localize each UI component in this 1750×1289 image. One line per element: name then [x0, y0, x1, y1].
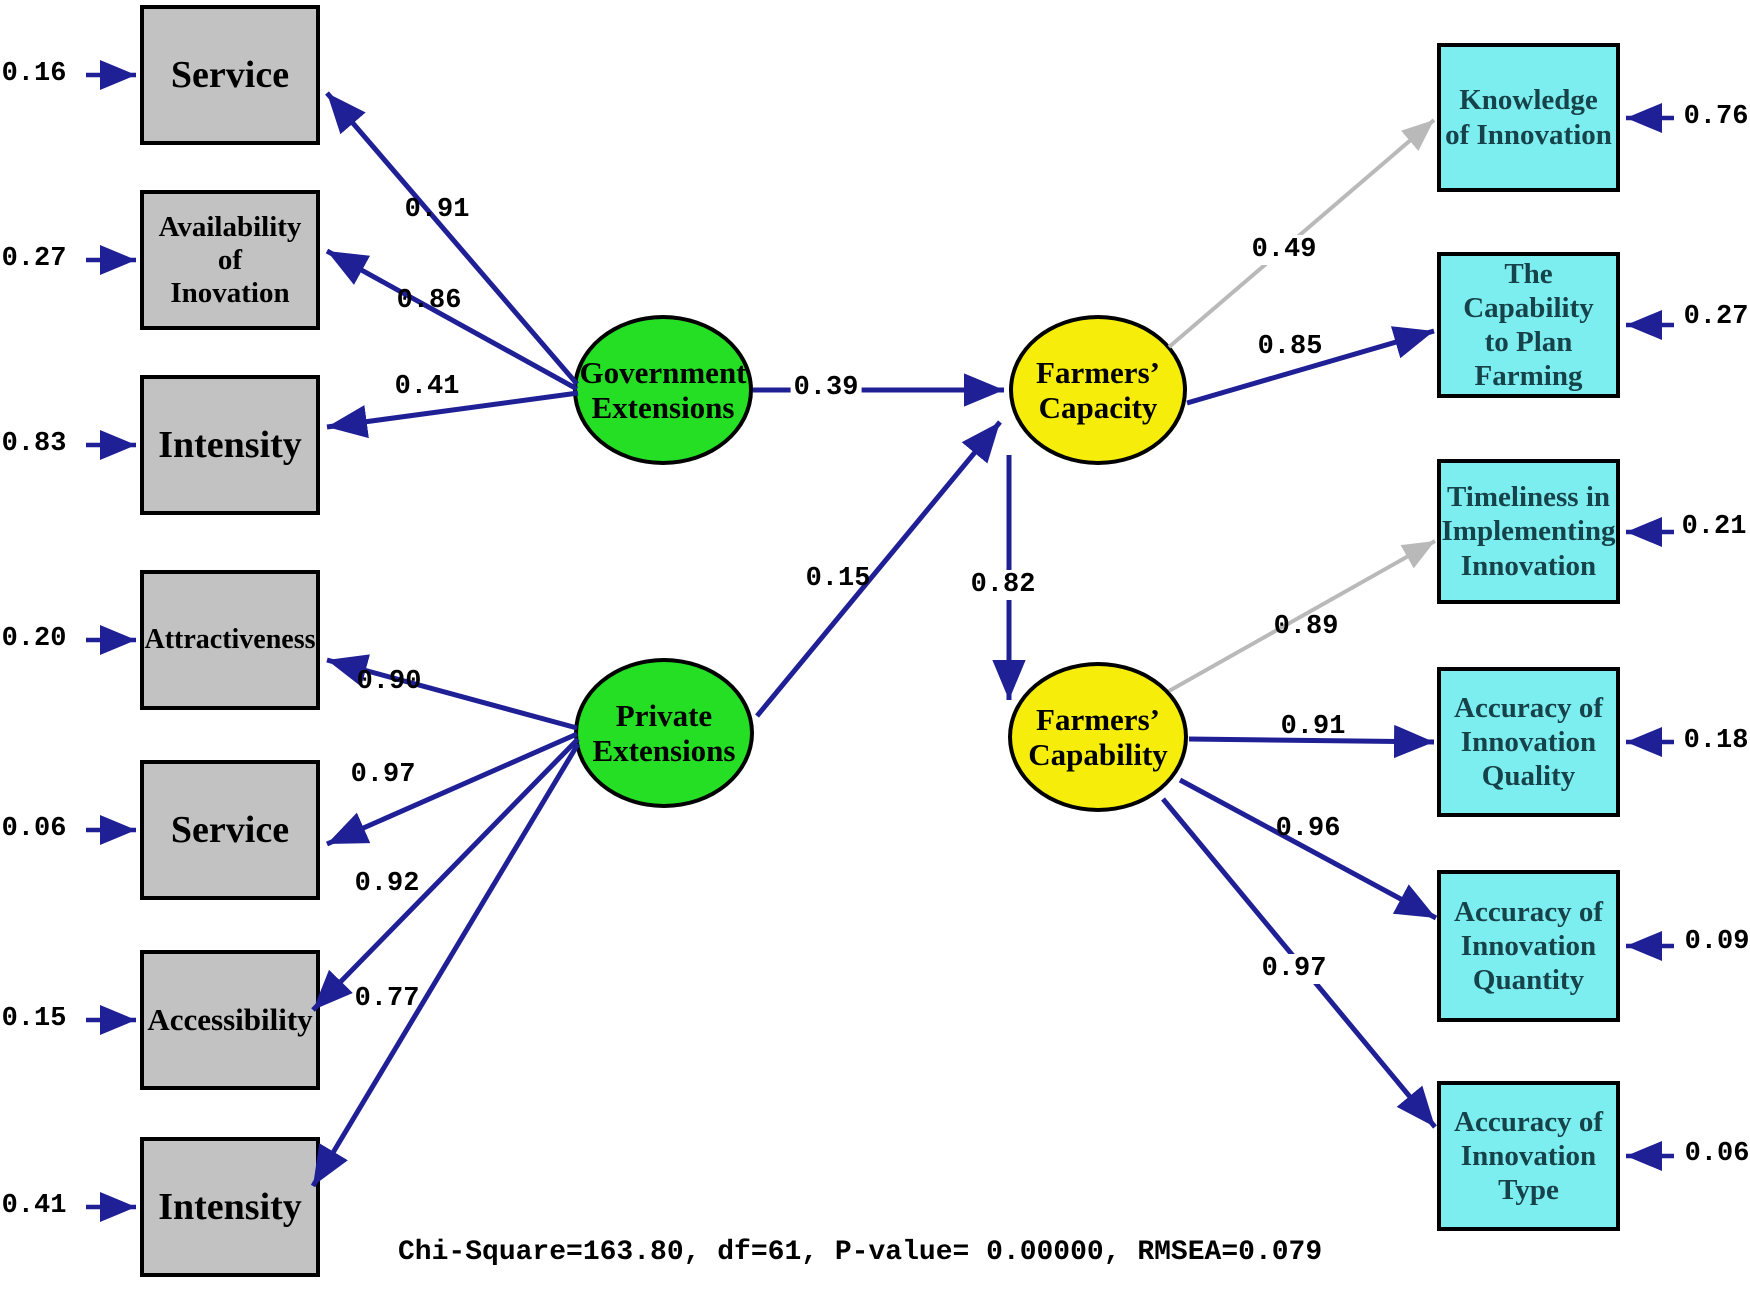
loading-arrow-gov-availability [325, 248, 579, 392]
error-value-intensity-priv: 0.41 [1, 1191, 67, 1221]
coefficient-gov-service: 0.91 [404, 195, 470, 225]
indicator-label: Accessibility [147, 1002, 313, 1037]
indicator-box-service-gov: Service [140, 5, 320, 145]
error-value-service-gov: 0.16 [1, 59, 67, 89]
coefficient-capacity-to-capability: 0.82 [967, 570, 1039, 600]
coefficient-priv-intensity: 0.77 [354, 984, 420, 1014]
indicator-box-intensity-gov: Intensity [140, 375, 320, 515]
error-value-service-priv: 0.06 [1, 814, 67, 844]
coefficient-gov-availability: 0.86 [396, 286, 462, 316]
coefficient-capability-timeliness: 0.89 [1273, 612, 1339, 642]
indicator-box-service-priv: Service [140, 760, 320, 900]
latent-farmers-capability: Farmers’Capability [1008, 662, 1188, 812]
coefficient-capability-quantity: 0.96 [1275, 814, 1341, 844]
error-value-availability: 0.27 [1, 244, 67, 274]
error-value-accuracy-quality: 0.18 [1683, 726, 1749, 756]
error-value-accuracy-quantity: 0.09 [1684, 927, 1750, 957]
error-value-intensity-gov: 0.83 [1, 429, 67, 459]
error-value-accessibility: 0.15 [1, 1004, 67, 1034]
indicator-label: Intensity [158, 424, 302, 466]
indicator-box-attractiveness: Attractiveness [140, 570, 320, 710]
error-value-plan-farming: 0.27 [1683, 302, 1749, 332]
coefficient-gov-to-capacity: 0.39 [790, 373, 862, 403]
latent-label: Farmers’Capacity [1036, 354, 1160, 425]
coefficient-priv-attractiveness: 0.90 [356, 667, 422, 697]
error-value-knowledge: 0.76 [1683, 102, 1749, 132]
loading-arrow-priv-intensity [310, 742, 581, 1188]
path-arrow-priv-to-capacity [755, 420, 1002, 718]
error-value-attractiveness: 0.20 [1, 624, 67, 654]
indicator-box-accessibility: Accessibility [140, 950, 320, 1090]
coefficient-capability-quality: 0.91 [1280, 712, 1346, 742]
latent-farmers-capacity: Farmers’Capacity [1009, 315, 1187, 465]
model-fit-statistics: Chi-Square=163.80, df=61, P-value= 0.000… [398, 1237, 1323, 1268]
coefficient-gov-intensity: 0.41 [394, 372, 460, 402]
loading-arrow-gov-service [325, 91, 579, 386]
coefficient-capacity-knowledge: 0.49 [1248, 235, 1320, 265]
indicator-label: Service [170, 809, 290, 851]
coefficient-capacity-plan: 0.85 [1257, 332, 1323, 362]
error-value-timeliness: 0.21 [1681, 512, 1747, 542]
loading-arrow-capability-quantity [1178, 777, 1438, 921]
error-value-accuracy-type: 0.06 [1684, 1139, 1750, 1169]
latent-label: Farmers’Capability [1028, 701, 1168, 772]
coefficient-priv-service: 0.97 [350, 760, 416, 790]
coefficient-priv-accessibility: 0.92 [354, 869, 420, 899]
coefficient-priv-to-capacity: 0.15 [805, 564, 871, 594]
indicator-label: Attractiveness [144, 624, 316, 655]
loading-arrow-capacity-knowledge [1167, 118, 1436, 349]
indicator-label: Intensity [158, 1186, 302, 1228]
indicator-box-intensity-priv: Intensity [140, 1137, 320, 1277]
indicator-label: Service [170, 54, 290, 96]
coefficient-capability-type: 0.97 [1258, 954, 1330, 984]
